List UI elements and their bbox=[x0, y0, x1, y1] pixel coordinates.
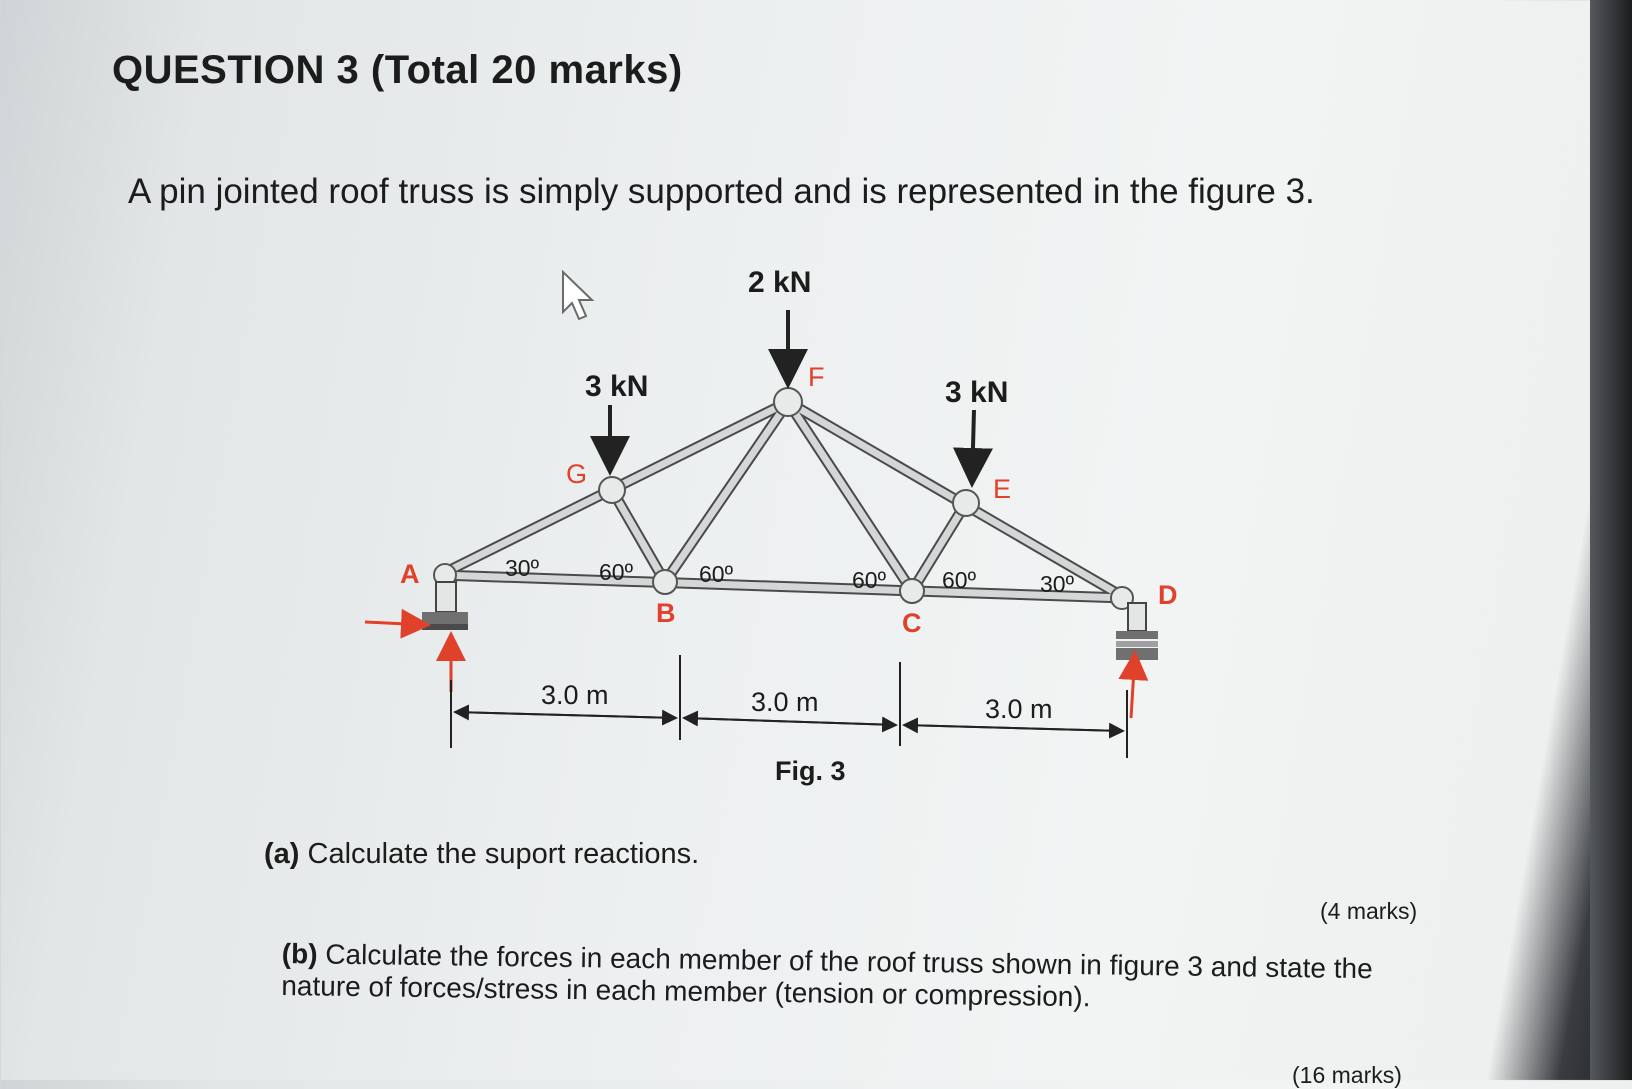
part-a-text: Calculate the suport reactions. bbox=[299, 838, 700, 870]
part-a: (a) Calculate the suport reactions. bbox=[264, 838, 699, 871]
joint-f bbox=[773, 387, 803, 417]
joint-c bbox=[899, 578, 925, 604]
node-label-b: B bbox=[656, 598, 676, 628]
figure-caption: Fig. 3 bbox=[775, 756, 846, 786]
node-label-e: E bbox=[993, 474, 1011, 504]
question-page: QUESTION 3 (Total 20 marks) A pin jointe… bbox=[112, 48, 1418, 1088]
part-a-marks: (4 marks) bbox=[1320, 898, 1418, 924]
node-label-c: C bbox=[902, 608, 922, 638]
part-b-marks: (16 marks) bbox=[1292, 1062, 1402, 1088]
load-g-label: 3 kN bbox=[585, 370, 648, 403]
node-label-f: F bbox=[808, 362, 825, 392]
truss-figure: 2 kN 3 kN 3 kN A G F B C E D 30º 60º 60º… bbox=[364, 266, 1178, 758]
dimension-bc: 3.0 m bbox=[751, 687, 819, 717]
node-label-g: G bbox=[566, 459, 587, 489]
dimension-cd: 3.0 m bbox=[985, 694, 1053, 724]
angle-b-left: 60º bbox=[599, 559, 634, 585]
angle-a: 30º bbox=[505, 555, 540, 581]
node-label-a: A bbox=[400, 559, 420, 589]
load-e-arrow bbox=[952, 409, 993, 488]
part-b-label: (b) bbox=[281, 938, 318, 970]
reaction-dy-arrow bbox=[1118, 650, 1149, 719]
joint-b bbox=[652, 569, 678, 595]
angle-c-left: 60º bbox=[852, 567, 887, 593]
node-label-d: D bbox=[1158, 580, 1178, 610]
angle-c-right: 60º bbox=[942, 567, 977, 593]
member-gb bbox=[608, 486, 669, 586]
joint-e bbox=[952, 489, 980, 517]
member-ad bbox=[436, 571, 1129, 602]
load-e-label: 3 kN bbox=[945, 376, 1008, 409]
angle-b-right: 60º bbox=[699, 561, 734, 587]
dimension-ab: 3.0 m bbox=[541, 680, 609, 710]
mouse-cursor-icon bbox=[562, 269, 595, 321]
applied-loads bbox=[590, 310, 993, 488]
truss-members bbox=[434, 396, 1131, 604]
load-f-label: 2 kN bbox=[748, 266, 811, 299]
joint-g bbox=[598, 476, 626, 504]
monitor-bezel-edge bbox=[1590, 0, 1632, 1080]
dimension-lines bbox=[450, 655, 1128, 758]
question-intro: A pin jointed roof truss is simply suppo… bbox=[128, 172, 1315, 211]
member-ce bbox=[908, 499, 970, 595]
question-title: QUESTION 3 (Total 20 marks) bbox=[112, 48, 683, 92]
angle-d: 30º bbox=[1040, 571, 1075, 597]
reaction-ax-arrow bbox=[364, 608, 431, 639]
member-bf bbox=[661, 398, 792, 586]
pin-support-a bbox=[422, 581, 468, 630]
member-fc bbox=[784, 398, 916, 595]
roller-support-d bbox=[1116, 602, 1158, 660]
part-a-label: (a) bbox=[264, 838, 300, 870]
